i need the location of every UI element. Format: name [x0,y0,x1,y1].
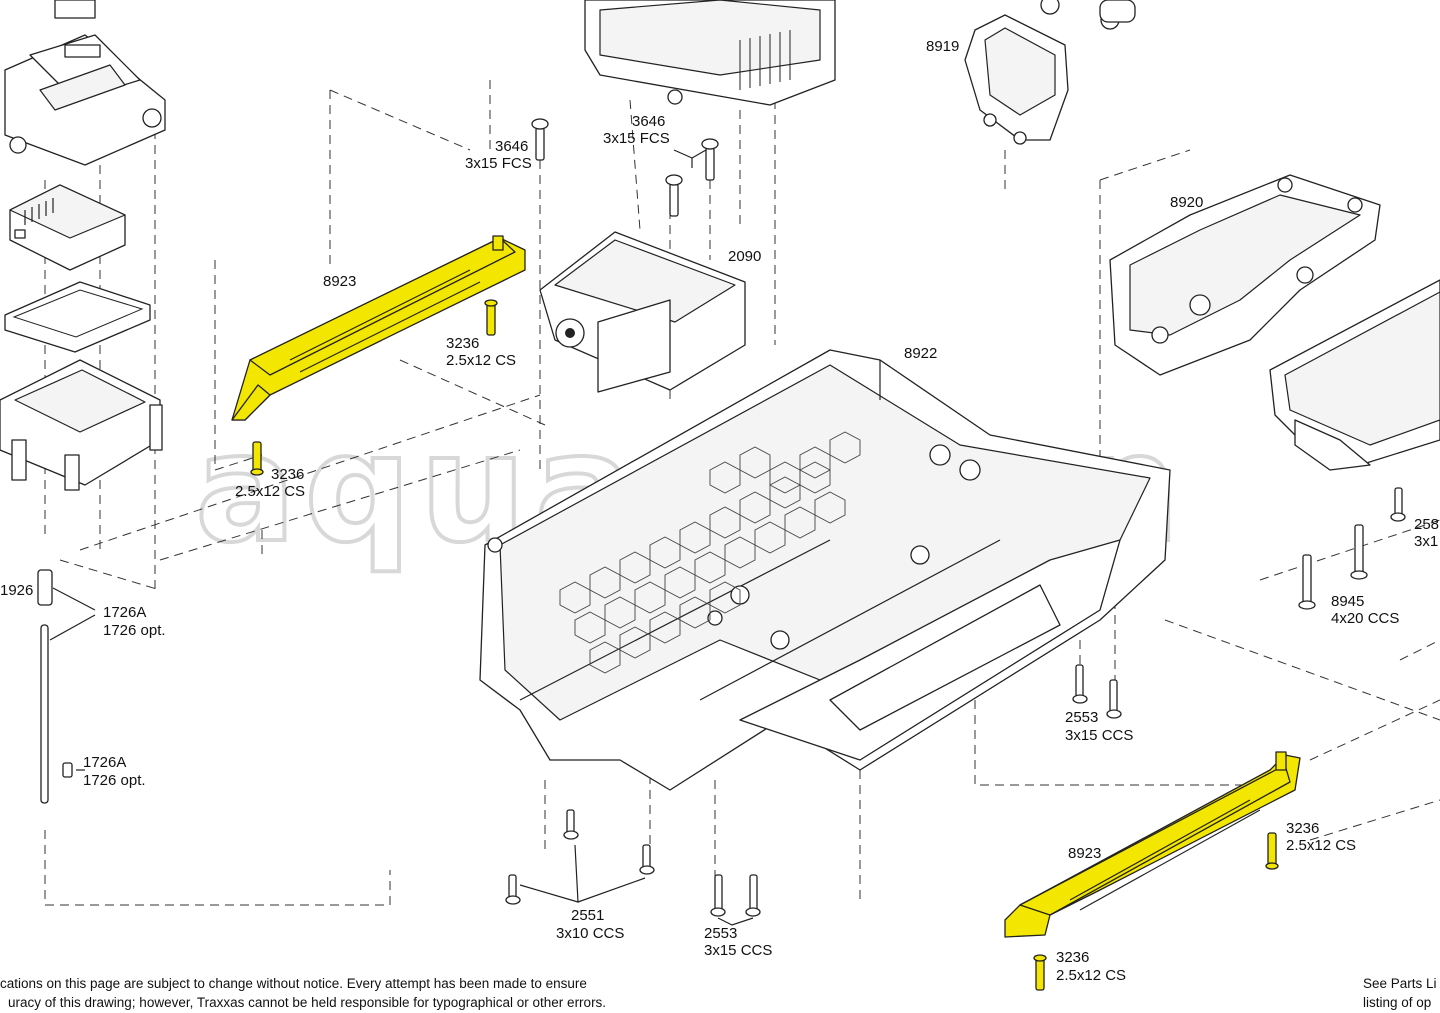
screw-3236-right-top [1265,832,1279,870]
receiver-box-cover [4,0,166,166]
label-3236-d-spec: 2.5x12 CS [1056,967,1126,984]
label-2553-bottom: 2553 [704,925,737,942]
bulkhead-8920 [1109,174,1381,376]
disclaimer-line-1: cations on this page are subject to chan… [0,976,587,991]
label-3236-a-spec: 2.5x12 CS [446,352,516,369]
label-1926: 1926 [0,582,33,599]
label-8922: 8922 [904,345,937,362]
label-1726a-bottom: 1726A [83,754,126,771]
label-2553-right-spec: 3x15 CCS [1065,727,1133,744]
screws-2553-bottom [710,874,761,926]
antenna-tube [40,624,49,804]
label-1726a-top: 1726A [103,604,146,621]
screws-3646 [531,118,719,217]
label-2553-bottom-spec: 3x15 CCS [704,942,772,959]
label-3236-c-spec: 2.5x12 CS [1286,837,1356,854]
label-3646-b-spec: 3x15 FCS [603,130,670,147]
label-2553-right: 2553 [1065,709,1098,726]
screw-3236-left-bottom [250,441,264,476]
label-2551-spec: 3x10 CCS [556,925,624,942]
servo [539,231,746,393]
leader-lines-left [49,587,96,771]
screws-2553-right [1072,664,1122,719]
receiver [9,184,126,271]
label-8945: 8945 [1331,593,1364,610]
esc [584,0,836,106]
label-1726opt-top: 1726 opt. [103,622,166,639]
antenna-cap [62,762,73,778]
label-3646-a: 3646 [495,138,528,155]
label-3236-b-spec: 2.5x12 CS [235,483,305,500]
callout-labels: 1926 1726A 1726 opt. 1726A 1726 opt. 892… [0,38,1439,984]
label-3646-b: 3646 [632,113,665,130]
screws-8945 [1298,487,1406,610]
parts-list-note-line-1: See Parts Li [1363,976,1437,991]
label-1726opt-bottom: 1726 opt. [83,772,146,789]
side-rail-left-highlighted [231,235,526,421]
label-8923-left: 8923 [323,273,356,290]
receiver-box [0,359,163,491]
label-3236-d: 3236 [1056,949,1089,966]
o-ring-seal [4,281,151,353]
label-8920: 8920 [1170,194,1203,211]
label-258-spec: 3x1 [1414,533,1438,550]
antenna-crimp-nut [37,569,53,606]
screw-3236-right-bottom [1033,954,1047,991]
label-258: 258 [1414,516,1439,533]
label-3646-a-spec: 3x15 FCS [465,155,532,172]
parts-list-note-line-2: listing of op [1363,995,1432,1010]
label-8945-spec: 4x20 CCS [1331,610,1399,627]
label-3236-b: 3236 [271,466,304,483]
side-rail-right-highlighted [1004,751,1301,938]
shock-tower-8919 [964,0,1136,145]
screw-3236-left-top [484,299,498,336]
label-2551: 2551 [571,907,604,924]
label-3236-c: 3236 [1286,820,1319,837]
screws-2551 [505,809,655,905]
label-8923-right: 8923 [1068,845,1101,862]
chassis [479,349,1171,791]
label-3236-a: 3236 [446,335,479,352]
chassis-honeycomb [559,431,861,674]
disclaimer-line-2: uracy of this drawing; however, Traxxas … [8,995,607,1010]
label-8919: 8919 [926,38,959,55]
front-chassis-part [1269,279,1440,471]
label-2090: 2090 [728,248,761,265]
